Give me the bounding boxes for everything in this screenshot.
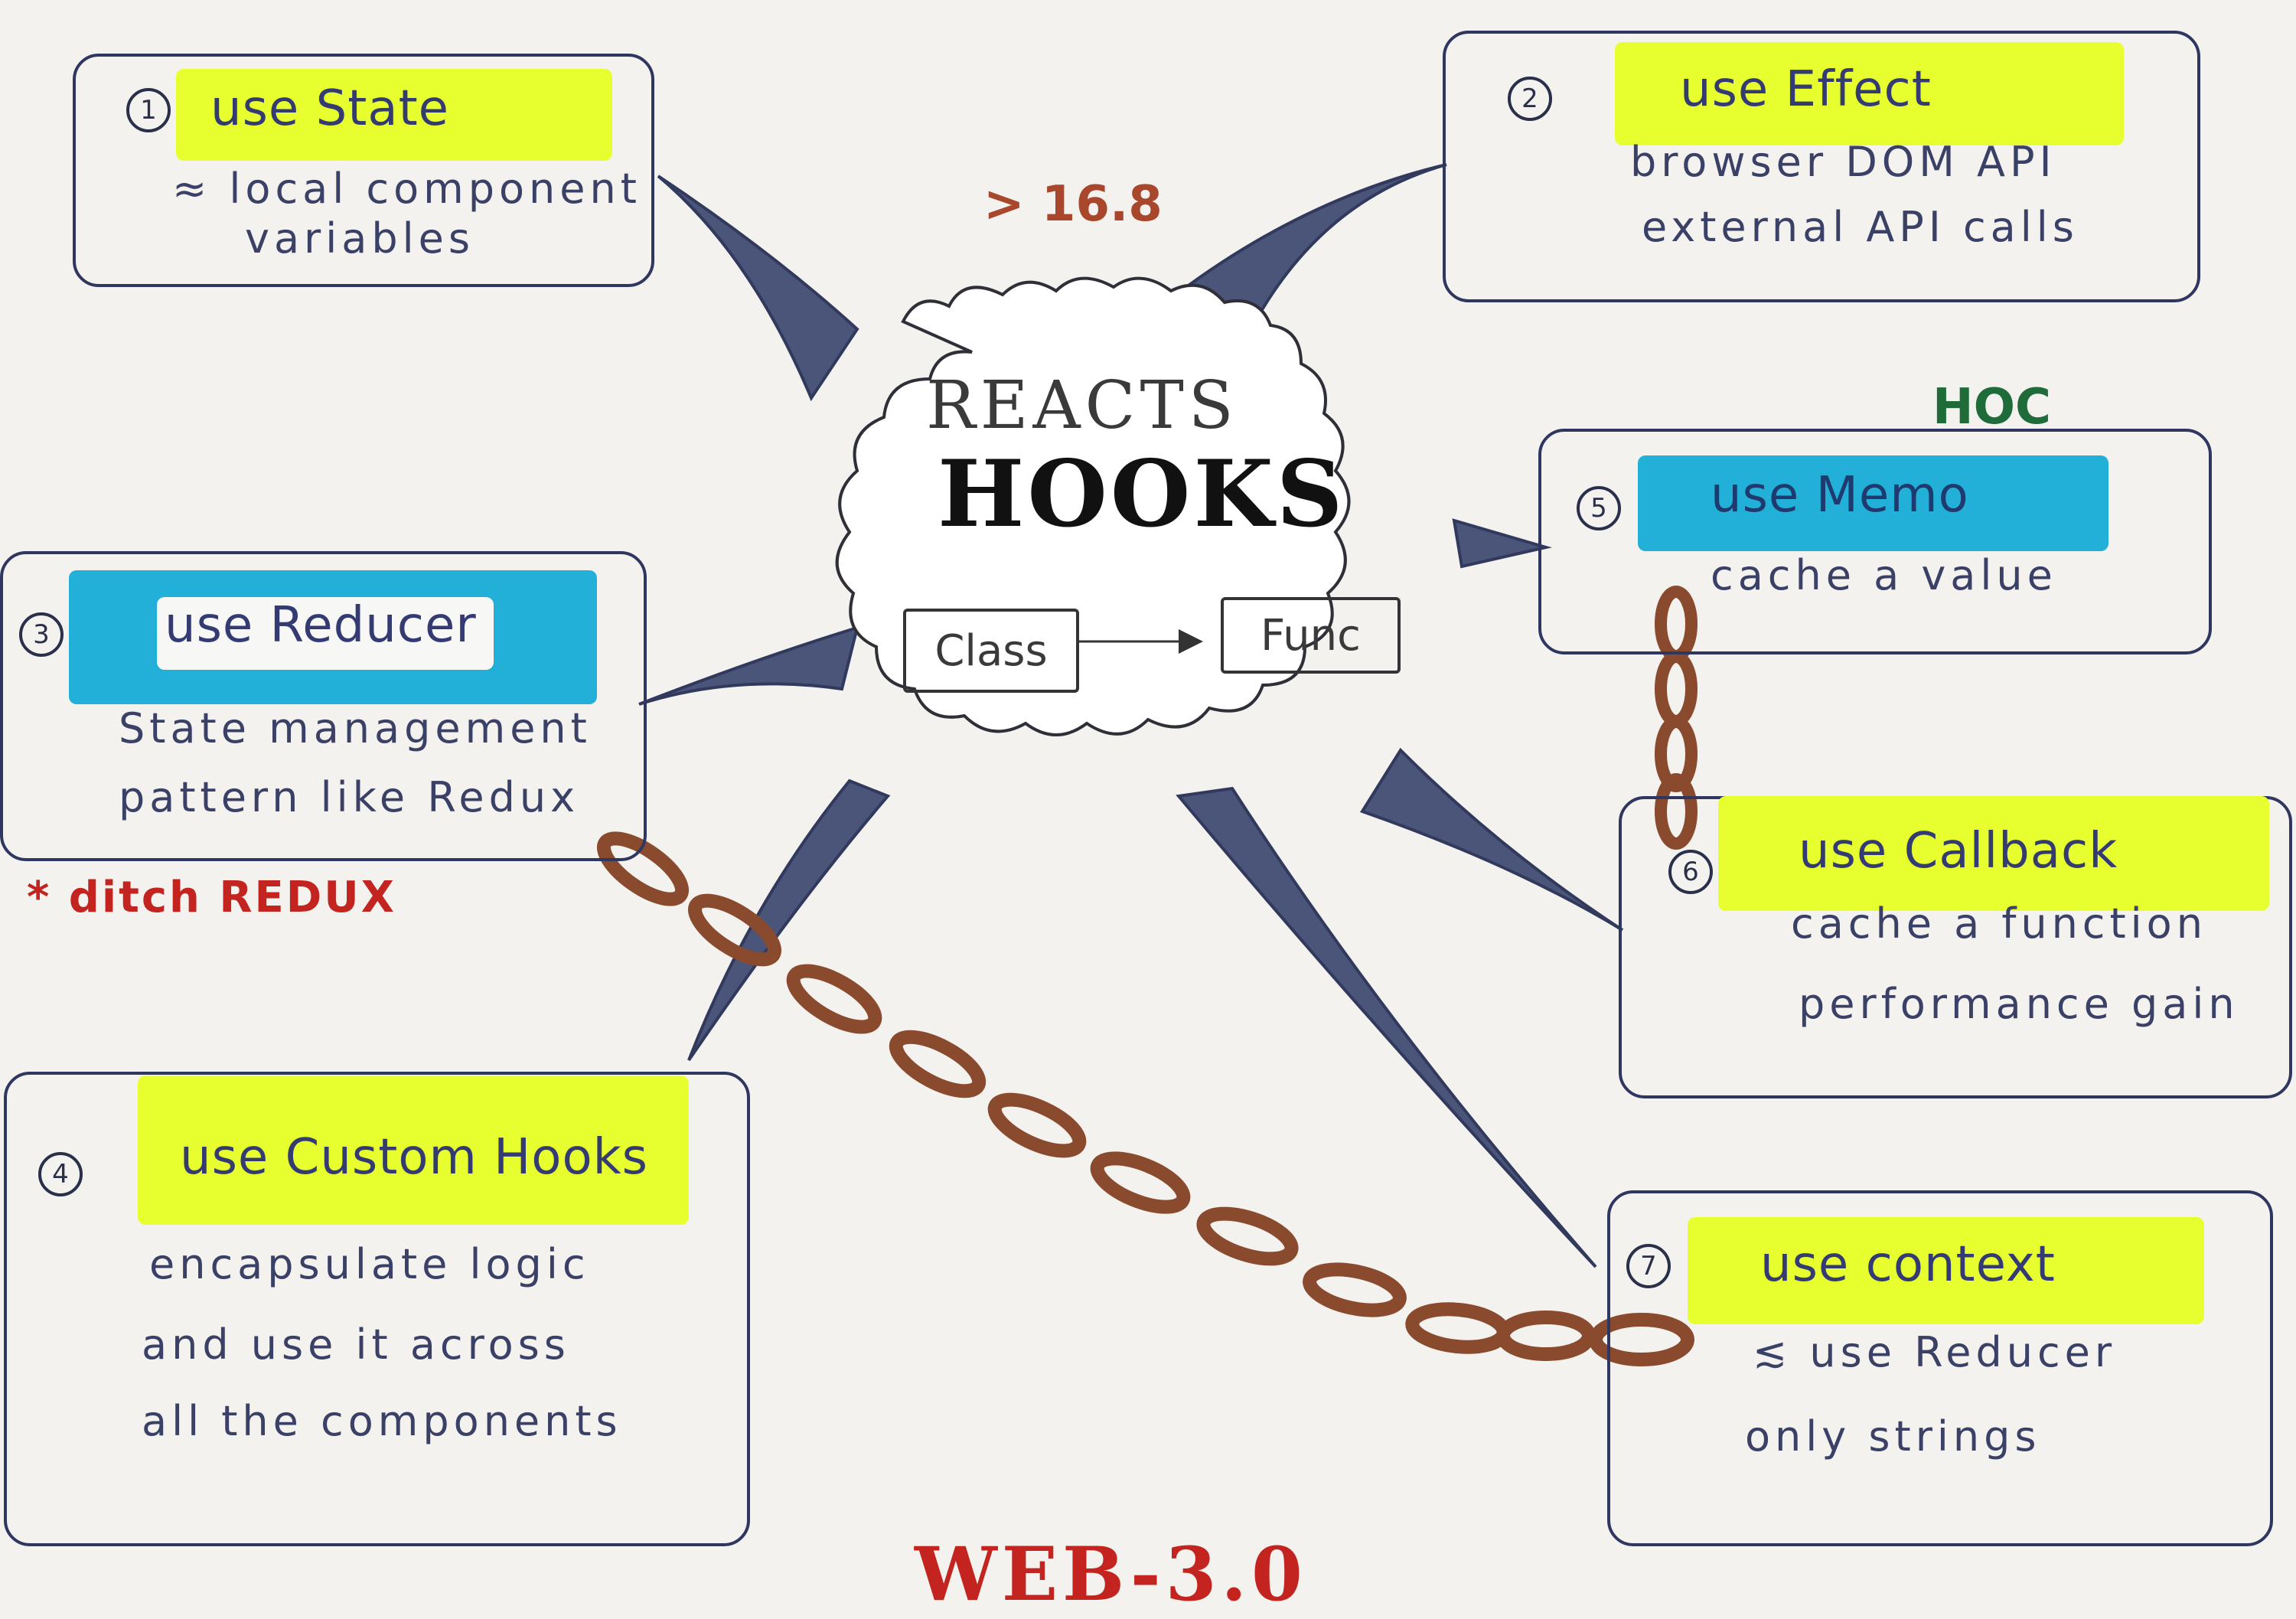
hook-number-5: 5 bbox=[1577, 486, 1621, 530]
footer-label: WEB-3.0 bbox=[915, 1531, 1307, 1617]
hook-title-3: use Reducer bbox=[165, 597, 477, 654]
reacts-heading: REACTS bbox=[926, 367, 1238, 444]
hook-box-4 bbox=[4, 1072, 750, 1546]
hook-desc-3-line-1: State management bbox=[119, 704, 592, 752]
hoc-label: HOC bbox=[1932, 379, 2051, 436]
hook-number-2: 2 bbox=[1508, 77, 1552, 121]
hooks-heading: HOOKS bbox=[938, 440, 1346, 548]
version-note: > 16.8 bbox=[983, 176, 1163, 233]
hook-number-4: 4 bbox=[38, 1152, 83, 1196]
hook-desc-5-line-1: cache a value bbox=[1711, 551, 2057, 599]
hook-number-1: 1 bbox=[126, 88, 171, 132]
highlight-3-inner bbox=[157, 597, 494, 670]
highlight-5 bbox=[1638, 455, 2108, 551]
highlight-2 bbox=[1615, 42, 2124, 145]
hook-desc-4-line-1: encapsulate logic bbox=[149, 1240, 590, 1288]
chain-reducer-context bbox=[596, 831, 1694, 1366]
highlight-6 bbox=[1718, 796, 2269, 911]
hook-box-1 bbox=[73, 54, 654, 287]
hook-desc-1-line-2: variables bbox=[245, 214, 475, 263]
arrow-head bbox=[1179, 629, 1203, 654]
highlight-1 bbox=[176, 69, 612, 161]
hook-desc-2-line-2: external API calls bbox=[1642, 203, 2079, 251]
connector-spike-1 bbox=[657, 175, 859, 402]
hook-desc-4-line-2: and use it across bbox=[142, 1320, 570, 1369]
connector-spike-5 bbox=[1452, 518, 1552, 569]
hook-number-3: 3 bbox=[19, 612, 64, 657]
hook-desc-6-line-2: performance gain bbox=[1799, 980, 2239, 1028]
hook-title-6: use Callback bbox=[1799, 823, 2118, 880]
hook-title-4: use Custom Hooks bbox=[180, 1129, 648, 1186]
hook-box-5 bbox=[1538, 429, 2212, 654]
hook-title-2: use Effect bbox=[1680, 61, 1932, 118]
hook-number-7: 7 bbox=[1626, 1244, 1671, 1288]
hook-desc-6-line-1: cache a function bbox=[1791, 899, 2207, 948]
hook-desc-7-line-1: ≲ use Reducer bbox=[1753, 1328, 2117, 1376]
hook-box-3 bbox=[0, 551, 647, 861]
connector-spike-4 bbox=[687, 778, 891, 1062]
hook-box-7 bbox=[1607, 1190, 2273, 1546]
hook-title-7: use context bbox=[1760, 1236, 2056, 1293]
connector-spike-3 bbox=[638, 625, 859, 706]
connector-spike-6 bbox=[1359, 747, 1624, 932]
highlight-7 bbox=[1688, 1217, 2204, 1324]
hook-desc-1-line-1: ≈ local component bbox=[172, 165, 641, 213]
hook-desc-3-line-2: pattern like Redux bbox=[119, 773, 580, 821]
hook-desc-4-line-3: all the components bbox=[142, 1397, 622, 1445]
connector-spike-7 bbox=[1176, 786, 1597, 1268]
hook-box-2 bbox=[1443, 31, 2200, 302]
hook-title-5: use Memo bbox=[1711, 467, 1969, 524]
hook-title-1: use State bbox=[210, 80, 450, 137]
hook-desc-2-line-1: browser DOM API bbox=[1630, 138, 2056, 186]
chain-memo-callback bbox=[1655, 586, 1698, 850]
func-box: Func bbox=[1221, 597, 1401, 674]
highlight-4 bbox=[138, 1076, 689, 1225]
ditch-redux-note: * ditch REDUX bbox=[27, 873, 396, 922]
hook-desc-7-line-2: only strings bbox=[1745, 1412, 2041, 1461]
class-box: Class bbox=[903, 609, 1079, 693]
hook-number-6: 6 bbox=[1668, 850, 1713, 894]
